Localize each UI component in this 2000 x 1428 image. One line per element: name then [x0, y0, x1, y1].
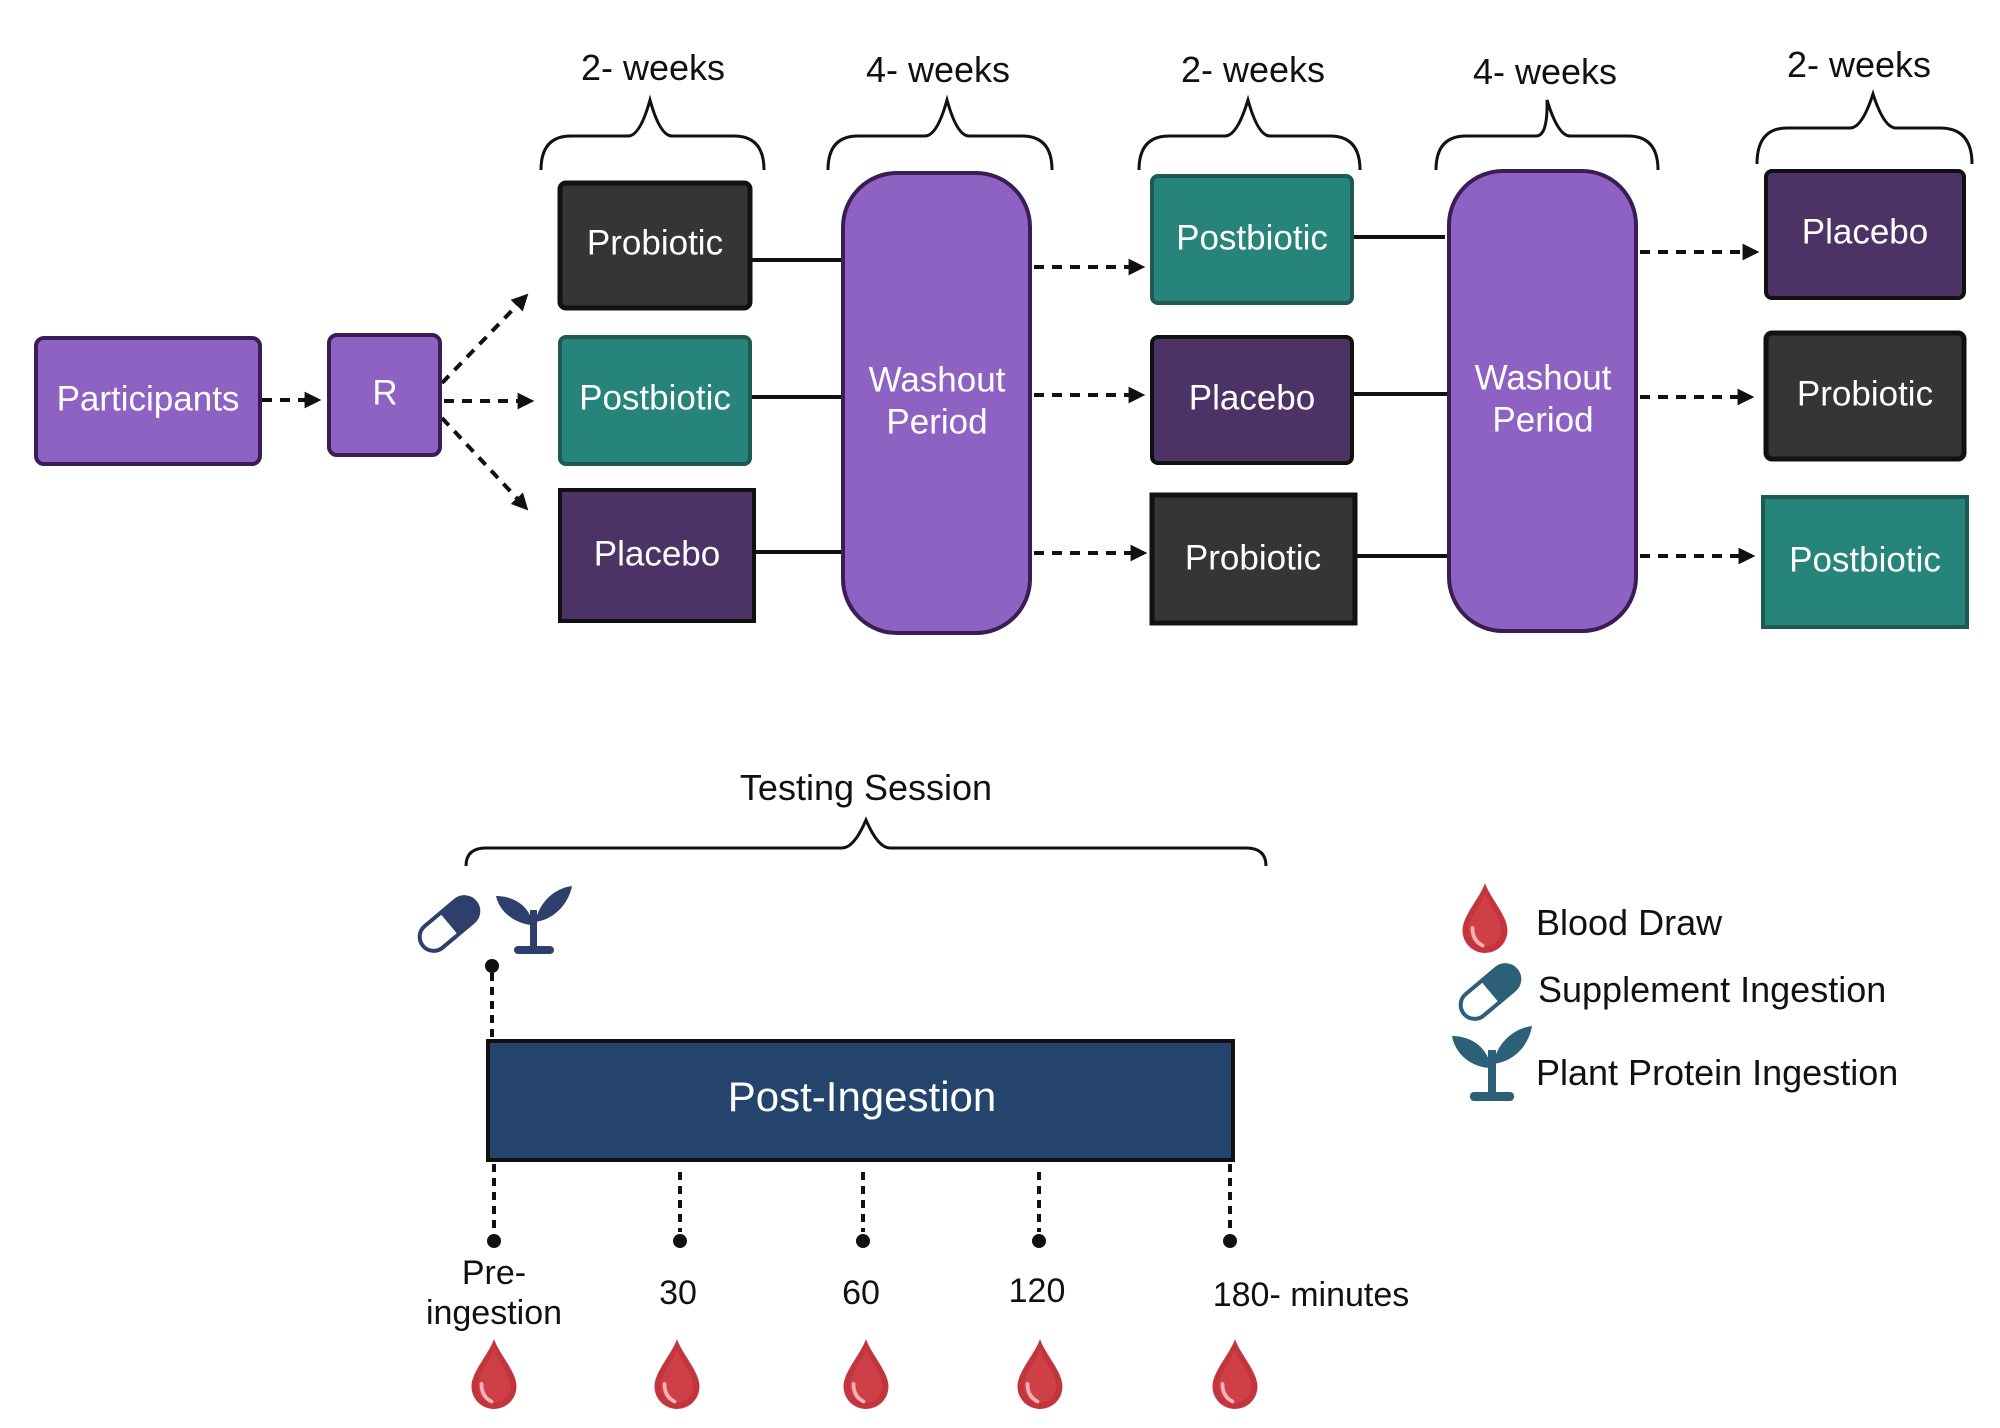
timepoint-dot-60: [856, 1234, 870, 1248]
legend-plant-label: Plant Protein Ingestion: [1536, 1052, 1898, 1093]
brace-washout-1: [826, 94, 1054, 171]
period1-placebo-box: [558, 488, 756, 623]
washout2-label-line1: Washout: [1475, 358, 1612, 397]
washout-duration-label-1: 4- weeks: [866, 49, 1010, 90]
period1-probiotic-label: Probiotic: [587, 223, 723, 262]
legend-supplement-label: Supplement Ingestion: [1538, 969, 1886, 1010]
washout2-label-line2: Period: [1492, 400, 1593, 439]
brace-period-2: [1137, 94, 1362, 171]
legend-capsule-icon: [1458, 963, 1522, 1021]
period1-probiotic-box: [557, 180, 753, 311]
participants-box: [34, 336, 262, 466]
period1-postbiotic-label: Postbiotic: [579, 378, 731, 417]
timepoint-label-180: 180- minutes: [1213, 1276, 1410, 1314]
timepoint-dot-pre: [487, 1234, 501, 1248]
washout-period-2: [1447, 169, 1638, 633]
arrow-r-to-placebo: [440, 416, 529, 511]
period2-postbiotic-box: [1150, 174, 1354, 305]
blood-drop-icon: [652, 1337, 702, 1411]
period2-placebo-box: [1150, 335, 1354, 465]
brace-washout-2: [1434, 99, 1660, 171]
washout-period-1: [841, 171, 1032, 635]
blood-drop-icon: [841, 1337, 891, 1411]
period3-placebo-label: Placebo: [1802, 212, 1928, 251]
period-label-1: 2- weeks: [581, 47, 725, 88]
washout1-label-line1: Washout: [869, 360, 1006, 399]
ingestion-point-dot: [485, 959, 499, 973]
timepoint-dot-30: [673, 1234, 687, 1248]
blood-drop-icon: [1210, 1337, 1260, 1411]
period1-placebo-label: Placebo: [594, 534, 720, 573]
post-ingestion-bar: [486, 1039, 1235, 1162]
timepoint-label-120: 120: [1009, 1272, 1066, 1310]
blood-drop-icon: [1015, 1337, 1065, 1411]
period3-postbiotic-box: [1761, 495, 1969, 629]
randomization-label: R: [372, 373, 397, 412]
randomization-box: [327, 333, 442, 457]
brace-period-3: [1755, 89, 1974, 165]
washout1-label-line2: Period: [886, 402, 987, 441]
capsule-icon: [417, 895, 481, 953]
arrow-r-to-probiotic: [440, 293, 529, 385]
timepoint-dot-180: [1223, 1234, 1237, 1248]
timepoint-label-pre-line2: ingestion: [426, 1294, 562, 1332]
timepoint-label-60: 60: [842, 1274, 880, 1312]
period3-probiotic-box: [1763, 330, 1967, 462]
legend-blood-label: Blood Draw: [1536, 902, 1723, 943]
sprout-icon: [496, 886, 572, 954]
period3-placebo-box: [1764, 169, 1966, 300]
period2-postbiotic-label: Postbiotic: [1176, 218, 1328, 257]
brace-testing-session: [464, 816, 1268, 867]
period3-probiotic-label: Probiotic: [1797, 374, 1933, 413]
period1-postbiotic-box: [558, 335, 752, 466]
blood-drop-icon: [469, 1337, 519, 1411]
timepoint-label-pre-line1: Pre-: [462, 1254, 526, 1292]
testing-session-title: Testing Session: [740, 767, 992, 808]
period-label-3: 2- weeks: [1787, 44, 1931, 85]
washout-duration-label-2: 4- weeks: [1473, 51, 1617, 92]
timepoint-dot-120: [1032, 1234, 1046, 1248]
period2-placebo-label: Placebo: [1189, 378, 1315, 417]
participants-label: Participants: [57, 379, 240, 418]
legend-blood-drop-icon: [1460, 881, 1510, 955]
brace-period-1: [539, 94, 766, 171]
timepoint-label-30: 30: [659, 1274, 697, 1312]
post-ingestion-label: Post-Ingestion: [728, 1073, 997, 1120]
legend-sprout-icon: [1452, 1026, 1532, 1101]
period2-probiotic-box: [1149, 492, 1358, 626]
period-label-2: 2- weeks: [1181, 49, 1325, 90]
period3-postbiotic-label: Postbiotic: [1789, 540, 1941, 579]
period2-probiotic-label: Probiotic: [1185, 538, 1321, 577]
